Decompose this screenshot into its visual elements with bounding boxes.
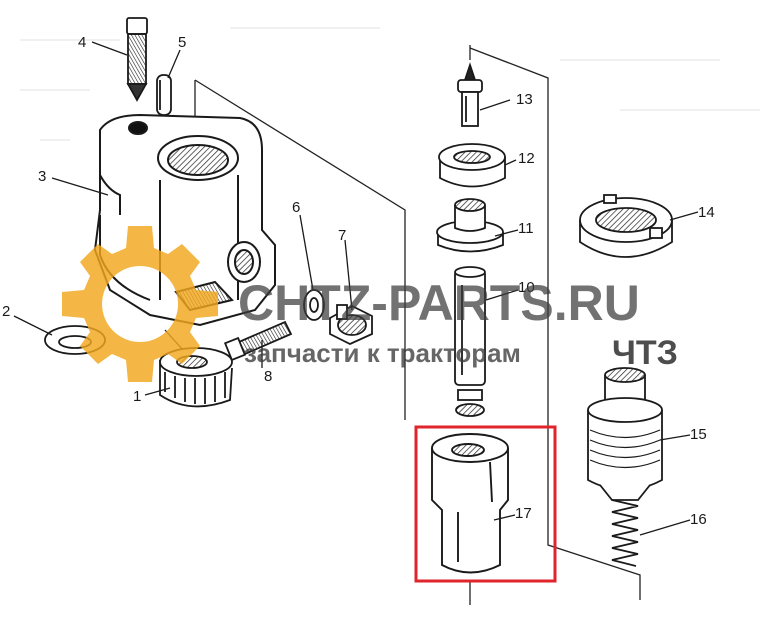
label-part-14: 14 <box>698 204 715 221</box>
part-10-plunger <box>454 266 486 417</box>
label-part-13: 13 <box>516 91 533 108</box>
part-14-nut-ring <box>579 194 673 258</box>
label-part-5: 5 <box>178 34 186 51</box>
label-part-1: 1 <box>133 388 141 405</box>
label-part-17: 17 <box>515 505 532 522</box>
label-part-6: 6 <box>292 199 300 216</box>
part-6-washer <box>303 289 325 321</box>
part-12-seal-ring <box>438 143 506 188</box>
part-17-barrel <box>431 433 509 574</box>
label-part-4: 4 <box>78 34 86 51</box>
part-8-bolt <box>223 320 293 362</box>
paper-noise <box>20 27 760 141</box>
part-16-spring <box>611 499 639 567</box>
part-13-needle <box>457 62 483 127</box>
leader-lines <box>13 41 699 536</box>
part-5-small-pin <box>156 74 172 116</box>
label-part-3: 3 <box>38 168 46 185</box>
label-part-8: 8 <box>264 368 272 385</box>
label-part-7: 7 <box>338 227 346 244</box>
site-watermark: CHTZ-PARTS.RU запчасти к тракторам ЧТЗ <box>238 275 678 372</box>
part-17-highlight-frame <box>414 425 557 583</box>
watermark-brand: ЧТЗ <box>612 334 678 372</box>
gear-logo-watermark <box>62 226 218 382</box>
part-7-banjo-bolt <box>329 304 373 345</box>
label-part-15: 15 <box>690 426 707 443</box>
watermark-tagline: запчасти к тракторам <box>244 338 521 368</box>
label-part-16: 16 <box>690 511 707 528</box>
part-1-gear <box>159 347 233 408</box>
part-11-sleeve <box>436 198 504 253</box>
label-part-10: 10 <box>518 279 535 296</box>
label-part-12: 12 <box>518 150 535 167</box>
watermark-site: CHTZ-PARTS.RU <box>238 275 640 331</box>
part-labels: 4 5 3 2 1 6 7 8 13 12 11 10 14 15 16 17 <box>2 34 715 528</box>
label-part-2: 2 <box>2 303 10 320</box>
label-part-11: 11 <box>518 220 534 237</box>
part-4-pin <box>126 17 148 102</box>
part-15-valve-holder <box>587 367 663 501</box>
